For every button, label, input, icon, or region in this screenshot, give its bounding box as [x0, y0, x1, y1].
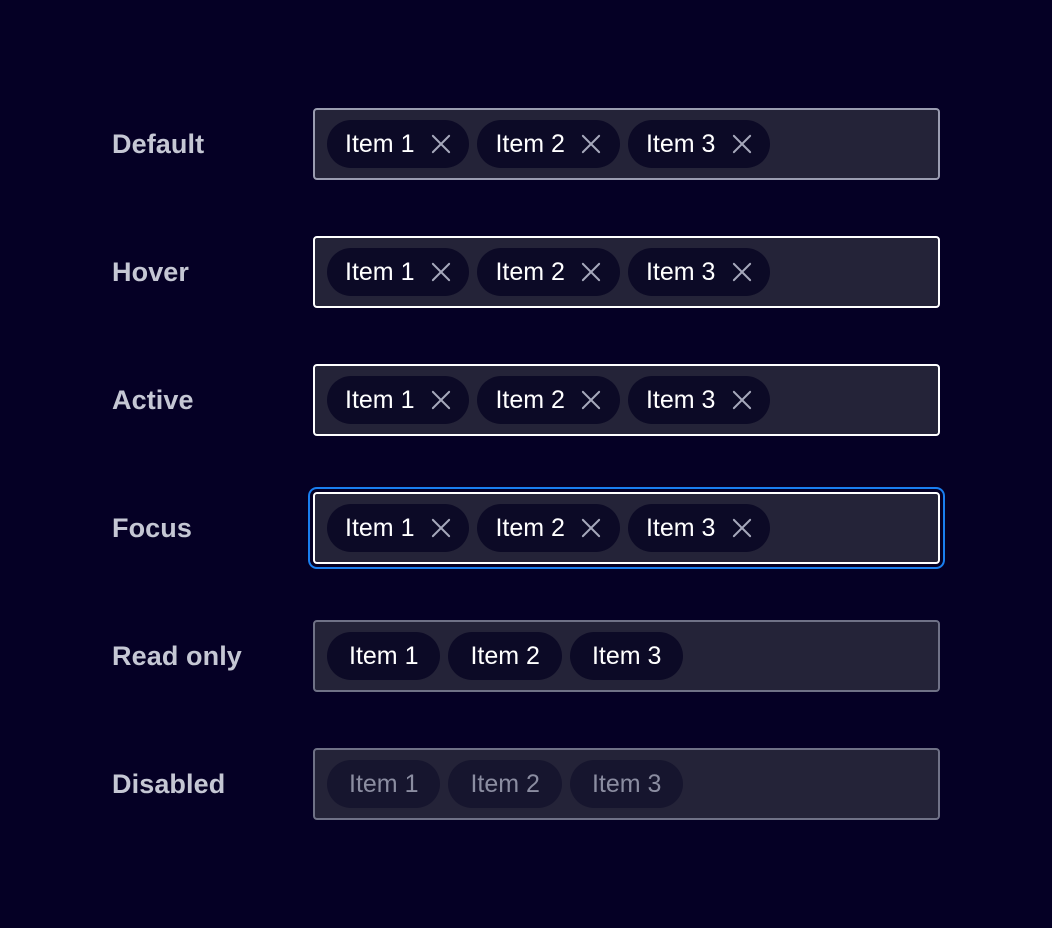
state-label-focus: Focus: [112, 512, 193, 543]
tag-chip: Item 2: [448, 632, 562, 680]
tag-chip-label: Item 1: [349, 641, 419, 670]
close-icon[interactable]: [731, 134, 752, 155]
close-icon[interactable]: [430, 390, 451, 411]
tag-chip[interactable]: Item 1: [327, 248, 470, 296]
state-label-active: Active: [112, 384, 194, 415]
close-icon[interactable]: [731, 390, 752, 411]
tag-chip: Item 3: [569, 632, 684, 680]
tag-chip[interactable]: Item 3: [627, 504, 771, 552]
state-row-active: Active Item 1 Item 2 Item 3: [112, 364, 952, 436]
tag-chip: Item 2: [448, 760, 562, 808]
tag-chip[interactable]: Item 1: [327, 120, 470, 168]
state-row-readonly: Read only Item 1 Item 2 Item 3: [112, 620, 952, 692]
tag-chip-label: Item 1: [345, 257, 415, 286]
tag-chip-label: Item 3: [591, 641, 662, 670]
tag-chip-label: Item 1: [345, 513, 415, 542]
state-row-default: Default Item 1 Item 2 Item 3: [112, 108, 952, 180]
tag-chip-label: Item 2: [495, 129, 565, 158]
close-icon[interactable]: [581, 390, 602, 411]
tag-chip[interactable]: Item 2: [477, 376, 620, 424]
tag-input-focus[interactable]: Item 1 Item 2 Item 3: [313, 492, 940, 564]
tag-chip-label: Item 1: [345, 129, 415, 158]
state-label-default: Default: [112, 128, 205, 159]
tag-chip[interactable]: Item 2: [477, 248, 620, 296]
tag-chip[interactable]: Item 1: [327, 376, 470, 424]
tag-chip-label: Item 2: [470, 641, 540, 670]
state-label-readonly: Read only: [112, 640, 242, 671]
tag-chip-label: Item 2: [495, 257, 565, 286]
tag-chip-label: Item 3: [645, 513, 716, 542]
tag-input-readonly[interactable]: Item 1 Item 2 Item 3: [313, 620, 940, 692]
tag-chip: Item 3: [569, 760, 684, 808]
close-icon[interactable]: [581, 134, 602, 155]
tag-chip-label: Item 3: [591, 769, 662, 798]
tag-chip-label: Item 1: [345, 385, 415, 414]
state-label-disabled: Disabled: [112, 768, 226, 799]
tag-chip-label: Item 2: [495, 385, 565, 414]
tag-chip[interactable]: Item 3: [627, 248, 771, 296]
tag-chip[interactable]: Item 3: [627, 120, 771, 168]
tag-chip-label: Item 2: [470, 769, 540, 798]
tag-chip-label: Item 1: [349, 769, 419, 798]
close-icon[interactable]: [430, 134, 451, 155]
tag-chip[interactable]: Item 1: [327, 504, 470, 552]
close-icon[interactable]: [731, 518, 752, 539]
state-row-hover: Hover Item 1 Item 2 Item 3: [112, 236, 952, 308]
tag-chip-label: Item 3: [645, 129, 716, 158]
tag-input-default[interactable]: Item 1 Item 2 Item 3: [313, 108, 940, 180]
tag-input-disabled: Item 1 Item 2 Item 3: [313, 748, 940, 820]
close-icon[interactable]: [581, 262, 602, 283]
tag-chip: Item 1: [327, 760, 441, 808]
state-label-hover: Hover: [112, 256, 190, 287]
tag-input-active[interactable]: Item 1 Item 2 Item 3: [313, 364, 940, 436]
close-icon[interactable]: [430, 262, 451, 283]
close-icon[interactable]: [430, 518, 451, 539]
tag-chip[interactable]: Item 2: [477, 504, 620, 552]
tag-input-hover[interactable]: Item 1 Item 2 Item 3: [313, 236, 940, 308]
state-row-focus: Focus Item 1 Item 2 Item 3: [112, 492, 952, 564]
close-icon[interactable]: [731, 262, 752, 283]
state-row-disabled: Disabled Item 1 Item 2 Item 3: [112, 748, 952, 820]
close-icon[interactable]: [581, 518, 602, 539]
tag-chip: Item 1: [327, 632, 441, 680]
tag-chip-label: Item 3: [645, 257, 716, 286]
tag-chip[interactable]: Item 2: [477, 120, 620, 168]
tag-chip-label: Item 2: [495, 513, 565, 542]
tag-chip[interactable]: Item 3: [627, 376, 771, 424]
tag-chip-label: Item 3: [645, 385, 716, 414]
